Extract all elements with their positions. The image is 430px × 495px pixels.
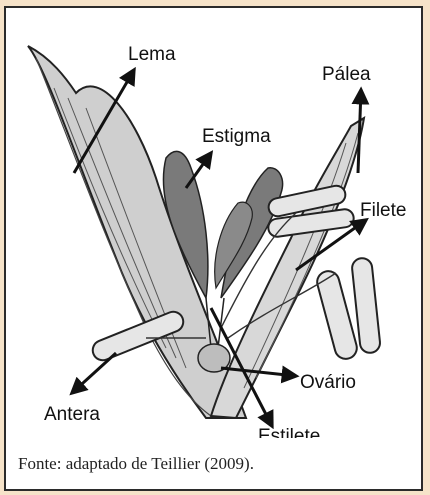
label-filete: Filete	[360, 200, 406, 221]
label-estigma: Estigma	[202, 126, 271, 147]
label-estilete: Estilete	[258, 426, 320, 438]
label-antera: Antera	[44, 404, 100, 425]
figure-caption: Fonte: adaptado de Teillier (2009).	[18, 454, 254, 474]
label-ovario: Ovário	[300, 372, 356, 393]
label-palea: Pálea	[322, 64, 371, 85]
label-lema: Lema	[128, 44, 176, 65]
grass-flower-diagram: Lema Pálea Estigma Filete Antera Ovário …	[6, 8, 425, 438]
figure-frame: Lema Pálea Estigma Filete Antera Ovário …	[4, 6, 423, 491]
